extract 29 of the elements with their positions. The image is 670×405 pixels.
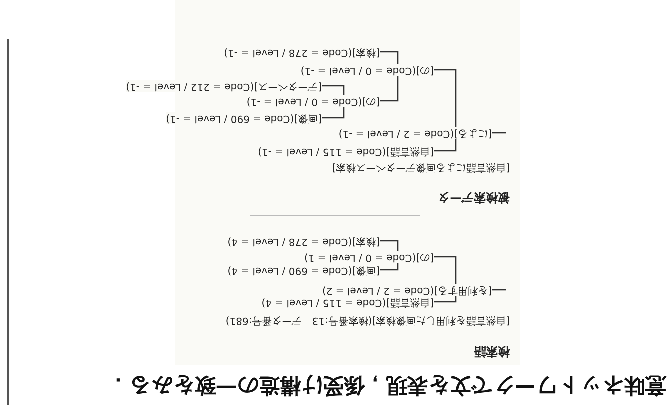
section-heading: 検索語: [474, 345, 510, 358]
section-heading: 被検索データ: [438, 191, 510, 204]
tree-node-text: [画像] (Code = 690 / Level = -1): [166, 112, 322, 124]
tree-line: [322, 107, 345, 119]
tree-line: [322, 85, 345, 95]
tree-line: [380, 76, 399, 102]
tree-node-text: [の] (Code = 0 / Level = -1): [300, 64, 434, 76]
tree-node-text: [の] (Code = 0 / Level = 1): [304, 251, 434, 263]
tree-node-text: [自然言語] (Code = 115 / Level = -1): [258, 145, 434, 157]
tree-node-text: [の] (Code = 0 / Level = -1): [246, 95, 380, 107]
tree-line: [380, 263, 399, 271]
tree-line: [434, 139, 457, 152]
tree-node-text: [検索] (Code = 278 / Level = -1): [224, 46, 380, 58]
tree-node-text: [画像] (Code = 690 / Level = 4): [228, 264, 380, 276]
tree-node-text: [検索] (Code = 278 / Level = 4): [228, 235, 380, 247]
query-text: [自然言語による画像データベース検索]: [332, 161, 510, 174]
tree-line: [434, 296, 457, 303]
tree-line: [492, 132, 506, 134]
tree-node-text: [による] (Code = 2 / Level = -1): [338, 127, 492, 139]
tree-node-text: [自然言語] (Code = 115 / Level = 4): [262, 296, 434, 308]
caption-text: 意味ネットワークで文を表現，係受け構造の一致をみる．: [108, 373, 666, 399]
tree-line: [434, 69, 457, 127]
tree-line: [380, 240, 399, 251]
tree-node-text: [データベース] (Code = 212 / Level = -1): [126, 80, 322, 92]
query-text: [自然言語を利用した画像検索](検索番号:13 データ番号:681): [226, 314, 510, 327]
tree-line: [380, 51, 399, 64]
tree-node-text: [を利用する] (Code = 2 / Level = 2): [322, 284, 492, 296]
tree-line: [434, 256, 457, 284]
tree-line: [492, 289, 506, 291]
